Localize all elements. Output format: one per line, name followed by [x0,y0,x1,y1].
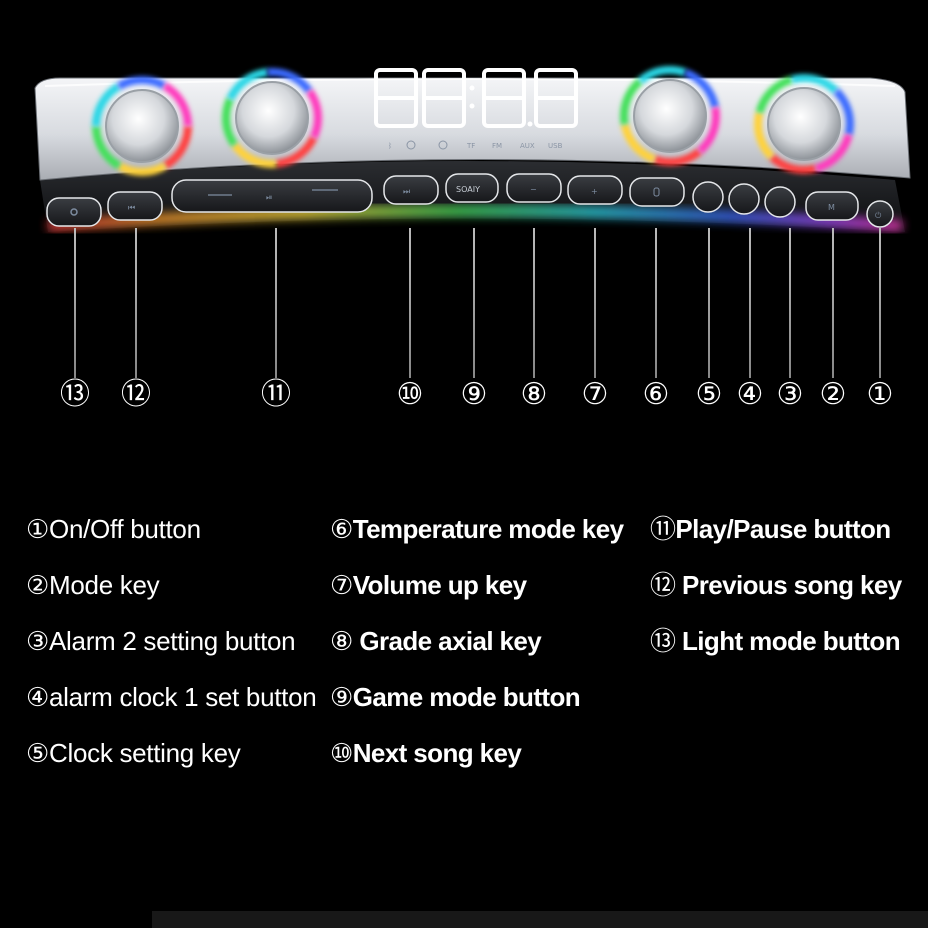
callout-8: ⑧ [520,378,548,411]
legend-item: ⑦Volume up key [330,570,527,600]
alarm2-set-button [764,186,796,218]
alarm2-icon [438,140,448,150]
callout-2: ② [819,378,847,411]
leader-line [409,228,411,378]
indicator-fm: FM [492,142,502,150]
callout-13: ⑬ [60,378,90,411]
leader-line [655,228,657,378]
strip-glow [47,206,903,231]
svg-text:SOAIY: SOAIY [456,185,480,194]
legend-item: ⑨Game mode button [330,682,581,712]
callout-3: ③ [776,378,804,411]
speaker-ring-2 [222,68,322,168]
led-display [374,68,578,128]
leader-line [832,228,834,378]
temperature-mode-button [629,177,685,207]
callout-6: ⑥ [642,378,670,411]
leader-line [749,228,751,378]
legend-item: ⑩Next song key [330,738,522,768]
legend-item: ①On/Off button [26,514,201,544]
legend-column-3: ⑪Play/Pause button ⑫ Previous song key ⑬… [650,505,902,673]
indicator-aux: AUX [520,142,535,150]
legend-item: ④alarm clock 1 set button [26,682,317,712]
svg-text:⏭: ⏭ [403,187,410,196]
svg-text:⏯: ⏯ [266,193,272,202]
alarm1-icon [406,140,416,150]
legend-item: ②Mode key [26,570,160,600]
power-button [866,200,894,228]
callout-7: ⑦ [581,378,609,411]
legend-item: ⑧ Grade axial key [330,626,542,656]
legend-item: ⑫ Previous song key [650,570,902,600]
callout-12: ⑫ [121,378,151,411]
legend-item: ⑥Temperature mode key [330,514,624,544]
legend-item: ⑤Clock setting key [26,738,241,768]
indicator-tf: TF [466,142,475,150]
leader-line [708,228,710,378]
svg-text:+: + [591,187,598,196]
light-mode-button [46,197,102,227]
leader-line [275,228,277,378]
legend-item: ③Alarm 2 setting button [26,626,296,656]
callout-1: ① [866,378,894,411]
game-mode-button [445,173,499,203]
leader-line [533,228,535,378]
leader-line [879,228,881,378]
svg-text:⏻: ⏻ [875,211,882,220]
leader-line [789,228,791,378]
leader-line [135,228,137,378]
callout-5: ⑤ [695,378,723,411]
svg-text:⏮: ⏮ [128,203,135,212]
button-row[interactable]: ⏮ ⏯ ⏭ SOAIY − + M ⏻ [46,173,894,228]
next-song-button [383,175,439,205]
leader-line [473,228,475,378]
alarm1-set-button [728,183,760,215]
soundbar-illustration: ᛒ TF FM AUX USB ⏮ ⏯ ⏭ SOAIY − + [34,66,911,232]
legend-column-1: ①On/Off button ②Mode key ③Alarm 2 settin… [26,505,317,785]
mode-button [805,191,859,221]
volume-up-button [567,175,623,205]
play-pause-bar [171,179,373,213]
leader-line [74,228,76,378]
callout-11: ⑪ [261,378,291,411]
bottom-strip [152,911,928,928]
speaker-ring-4 [754,74,854,174]
speaker-ring-3 [620,66,720,166]
svg-text:M: M [828,203,835,212]
clock-setting-button [692,181,724,213]
indicator-usb: USB [548,142,563,150]
legend-item: ⑪Play/Pause button [650,514,891,544]
grade-axial-button [506,173,562,203]
indicator-row: ᛒ TF FM AUX USB [388,140,563,150]
callout-9: ⑨ [460,378,488,411]
legend-item: ⑬ Light mode button [650,626,901,656]
svg-text:−: − [530,185,537,194]
previous-song-button [107,191,163,221]
bluetooth-icon: ᛒ [388,142,392,150]
legend-column-2: ⑥Temperature mode key ⑦Volume up key ⑧ G… [330,505,624,785]
callout-4: ④ [736,378,764,411]
speaker-ring-1 [92,76,192,176]
leader-line [594,228,596,378]
callout-10: ⑩ [396,378,424,411]
